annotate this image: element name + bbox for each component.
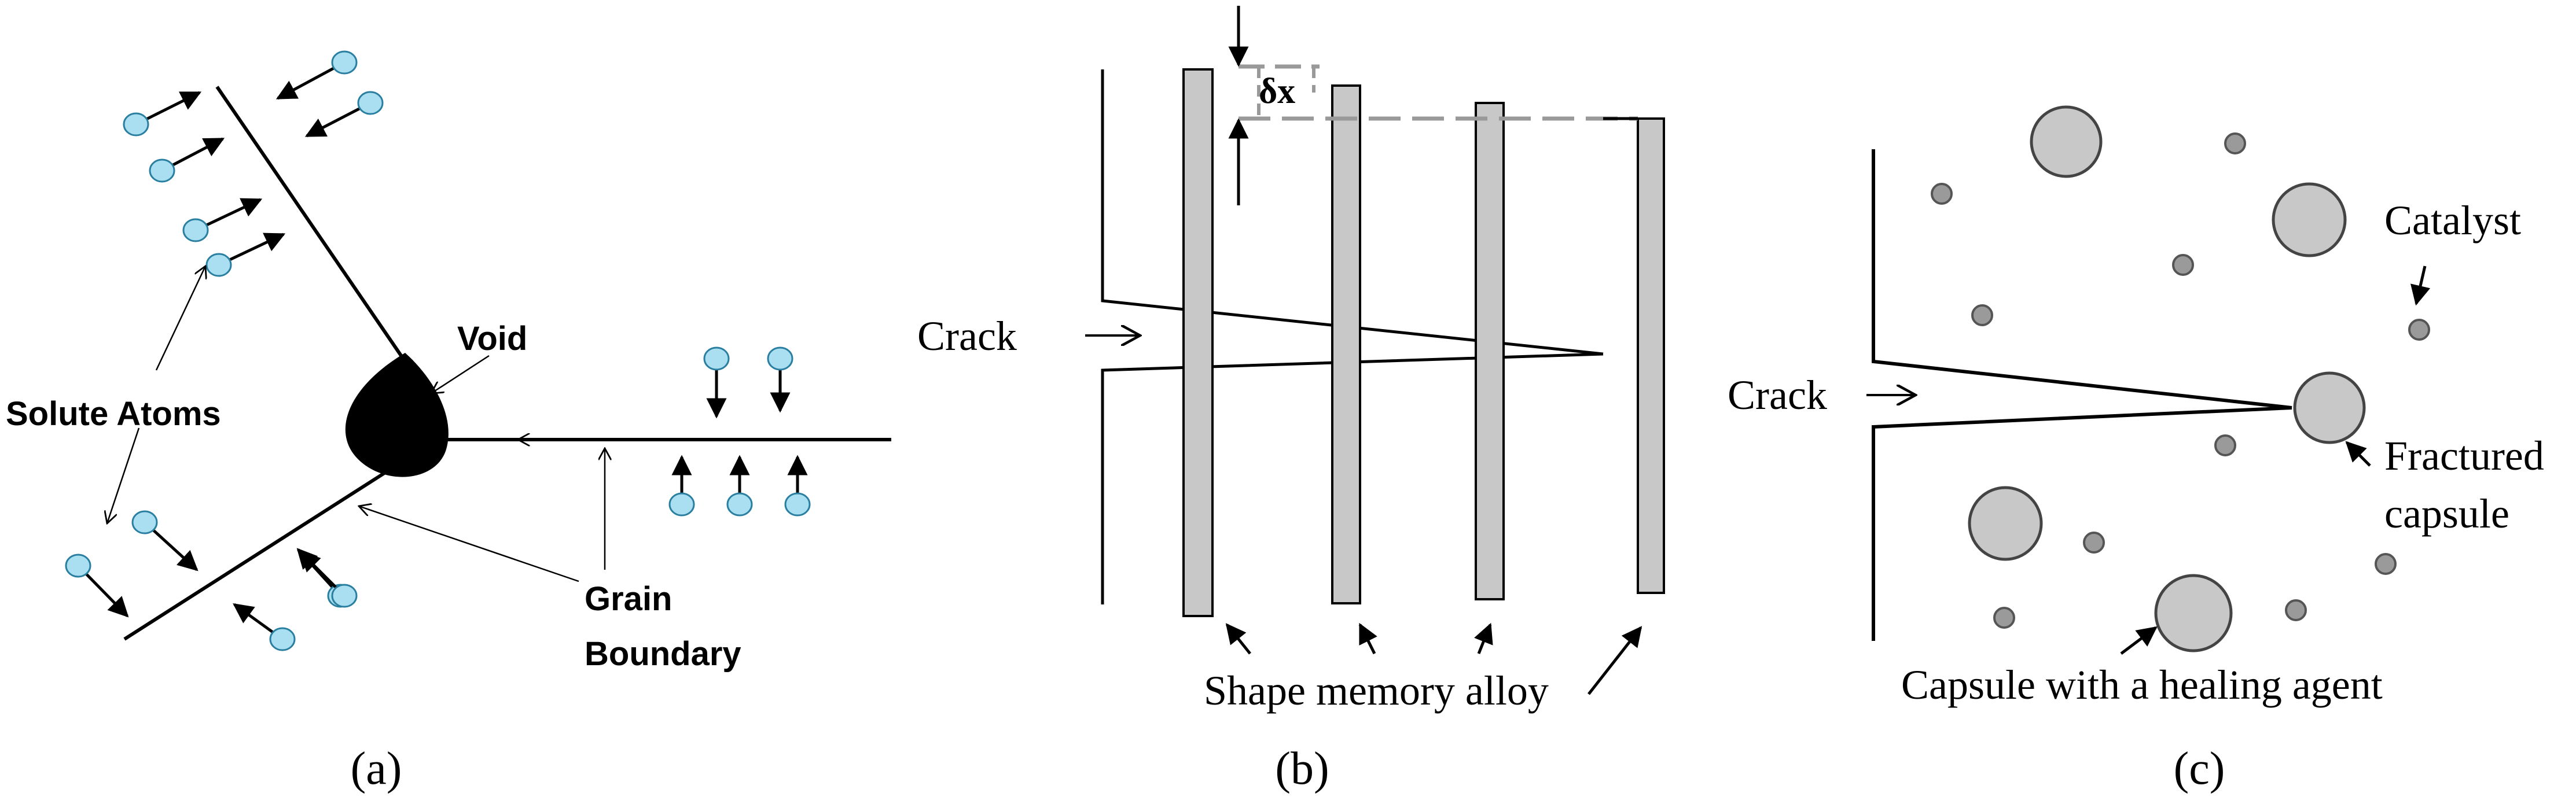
solute-atom xyxy=(149,158,175,183)
sma-label: Shape memory alloy xyxy=(1204,667,1549,714)
panel-a-grain-boundary-diagram: Void Solute Atoms Grain Boundary (a) xyxy=(6,50,891,794)
solute-pointer-up xyxy=(155,266,205,371)
solute-atom xyxy=(331,584,358,608)
grain-label-line1: Grain xyxy=(585,580,673,618)
grain-label-line2: Boundary xyxy=(585,635,741,673)
sma-pointer-3 xyxy=(1474,622,1493,654)
solute-atom xyxy=(331,50,358,75)
panel-c-caption: (c) xyxy=(2174,743,2225,794)
catalyst-pointer xyxy=(2410,265,2431,306)
capsules-group xyxy=(1931,105,2430,652)
capsule-pointer xyxy=(2120,626,2158,655)
solute-atom xyxy=(205,253,232,277)
healing-agent-capsule xyxy=(1968,486,2043,561)
matrix-edge-left-lower xyxy=(1101,352,1604,604)
crack-label-b: Crack xyxy=(917,313,1017,359)
catalyst-particle xyxy=(1993,607,2015,629)
matrix-edge-left-upper xyxy=(1101,69,1604,356)
sma-pointer-1 xyxy=(1225,623,1251,655)
healing-agent-capsule xyxy=(2293,371,2366,444)
grain-boundary-upper xyxy=(215,86,407,363)
sma-bar-3 xyxy=(1475,102,1505,600)
solute-atom xyxy=(726,492,753,517)
healing-agent-capsule xyxy=(2030,105,2103,178)
fractured-label-line1: Fractured xyxy=(2384,433,2544,479)
solute-atom xyxy=(182,218,209,242)
matrix-edge-c-lower xyxy=(1872,406,2292,641)
catalyst-particle xyxy=(2224,132,2246,154)
fractured-label-line2: capsule xyxy=(2384,490,2509,537)
solute-atom xyxy=(65,554,91,578)
healing-agent-capsule xyxy=(2154,574,2233,652)
catalyst-particle xyxy=(2285,599,2307,621)
grain-pointer-1 xyxy=(359,506,579,582)
crack-label-c: Crack xyxy=(1728,372,1827,418)
solute-atom xyxy=(123,112,149,137)
solute-atom xyxy=(767,346,793,371)
grain-boundary-lower xyxy=(123,458,406,641)
solute-atom xyxy=(668,492,695,517)
healing-agent-capsule xyxy=(2272,182,2347,257)
capsule-label: Capsule with a healing agent xyxy=(1901,662,2383,708)
catalyst-label: Catalyst xyxy=(2384,197,2521,244)
void-shape xyxy=(345,353,449,477)
void-pointer xyxy=(431,355,490,393)
void-label: Void xyxy=(457,320,527,357)
sma-bar-1 xyxy=(1182,68,1214,617)
catalyst-particle xyxy=(2083,532,2105,554)
solute-atom xyxy=(703,346,730,371)
solute-atom xyxy=(784,492,811,517)
solute-atom xyxy=(357,91,384,115)
fractured-pointer xyxy=(2345,441,2371,467)
sma-pointer-2 xyxy=(1358,622,1377,655)
solute-atom xyxy=(269,627,296,651)
panel-b-shape-memory-alloy-diagram: δx Crack Shape memory alloy (b) xyxy=(917,6,1665,794)
sma-bar-2 xyxy=(1331,84,1361,604)
catalyst-particle xyxy=(2172,254,2194,276)
catalyst-particle xyxy=(2214,434,2236,456)
catalyst-particle xyxy=(2375,553,2397,575)
delta-x-label: δx xyxy=(1259,72,1295,111)
panel-a-caption: (a) xyxy=(351,743,402,794)
solute-atoms-label: Solute Atoms xyxy=(6,395,221,433)
sma-pointer-4 xyxy=(1588,626,1642,695)
panel-c-capsule-healing-diagram: Crack Catalyst Fractured capsule Capsule… xyxy=(1728,105,2544,794)
matrix-edge-c-upper xyxy=(1872,149,2292,410)
sma-bar-4 xyxy=(1637,117,1665,594)
catalyst-particle xyxy=(1931,183,1953,205)
solute-atoms-group xyxy=(65,50,811,651)
solute-pointer-down xyxy=(107,427,140,523)
panel-b-caption: (b) xyxy=(1275,743,1329,794)
solute-atom xyxy=(131,510,158,534)
catalyst-particle xyxy=(1971,304,1993,326)
catalyst-particle xyxy=(2408,319,2430,341)
